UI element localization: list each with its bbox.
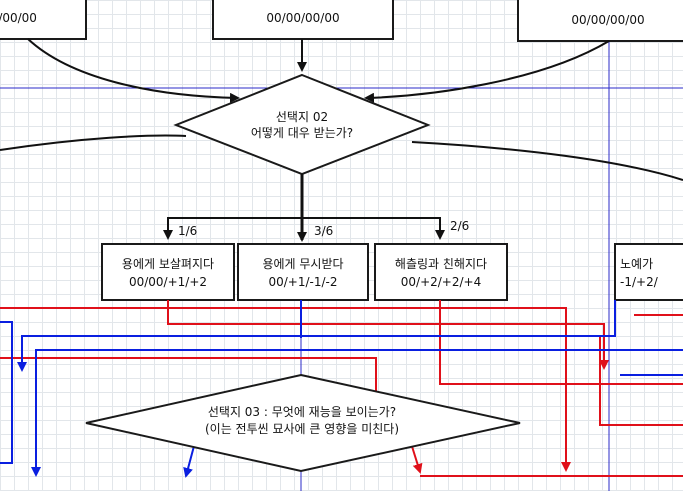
- top-node-right[interactable]: 00/00/00/00: [517, 0, 683, 42]
- connector-top-right-to-decision-02: [364, 40, 610, 103]
- red-connector-option-1: [167, 300, 609, 370]
- decision-03-line1: 선택지 03 : 무엇에 재능을 보이는가?: [208, 405, 396, 419]
- connector-decision-02-to-option-1: [163, 217, 302, 240]
- option-1-value: 00/00/+1/+2: [129, 275, 207, 289]
- red-line-top-left: [0, 307, 441, 315]
- option-1-box[interactable]: 용에게 보살펴지다 00/00/+1/+2: [101, 243, 235, 301]
- blue-connectors: [0, 300, 683, 478]
- option-3-value: 00/+2/+2/+4: [401, 275, 481, 289]
- top-node-left[interactable]: 00/00/00: [0, 0, 87, 40]
- red-connector-option-3-right: [439, 315, 683, 385]
- blue-connector-to-decision-03: [183, 445, 195, 478]
- red-line-right-lower: [599, 335, 683, 426]
- option-4-value: -1/+2/: [620, 275, 659, 289]
- option-3-title: 해츨링과 친해지다: [395, 257, 487, 271]
- option-3-box[interactable]: 해츨링과 친해지다 00/+2/+2/+4: [374, 243, 508, 301]
- option-2-title: 용에게 무시받다: [262, 257, 343, 271]
- connector-curve-right: [411, 141, 683, 181]
- option-1-ratio: 1/6: [178, 224, 197, 238]
- option-2-box[interactable]: 용에게 무시받다 00/+1/-1/-2: [237, 243, 369, 301]
- connector-decision-02-to-option-3: [302, 217, 445, 240]
- decision-03[interactable]: 선택지 03 : 무엇에 재능을 보이는가? (이는 전투씬 묘사에 큰 영향을…: [85, 373, 521, 473]
- option-4-box[interactable]: 노예가 -1/+2/: [614, 243, 683, 301]
- top-node-right-value: 00/00/00/00: [571, 13, 644, 27]
- option-2-ratio: 3/6: [314, 224, 333, 238]
- blue-connector-far-left: [31, 349, 683, 477]
- top-node-middle[interactable]: 00/00/00/00: [212, 0, 394, 40]
- decision-02-line2: 어떻게 대우 받는가?: [251, 126, 353, 140]
- red-connectors: [0, 300, 683, 477]
- option-1-title: 용에게 보살펴지다: [122, 257, 214, 271]
- connector-top-left-to-decision-02: [27, 38, 240, 103]
- decision-02[interactable]: 선택지 02 어떻게 대우 받는가?: [173, 73, 431, 176]
- red-connector-option-3-down: [439, 300, 571, 472]
- option-4-title: 노예가: [620, 257, 653, 271]
- option-2-value: 00/+1/-1/-2: [268, 275, 337, 289]
- blue-connector-option-4-down: [17, 300, 616, 372]
- connector-curve-left: [0, 134, 187, 151]
- decision-02-line1: 선택지 02: [276, 110, 328, 124]
- option-3-ratio: 2/6: [450, 219, 469, 233]
- blue-line-left-loop: [0, 321, 13, 464]
- decision-03-line2: (이는 전투씬 묘사에 큰 영향을 미친다): [205, 422, 399, 436]
- top-node-left-value: 00/00/00: [0, 11, 37, 25]
- top-node-middle-value: 00/00/00/00: [266, 11, 339, 25]
